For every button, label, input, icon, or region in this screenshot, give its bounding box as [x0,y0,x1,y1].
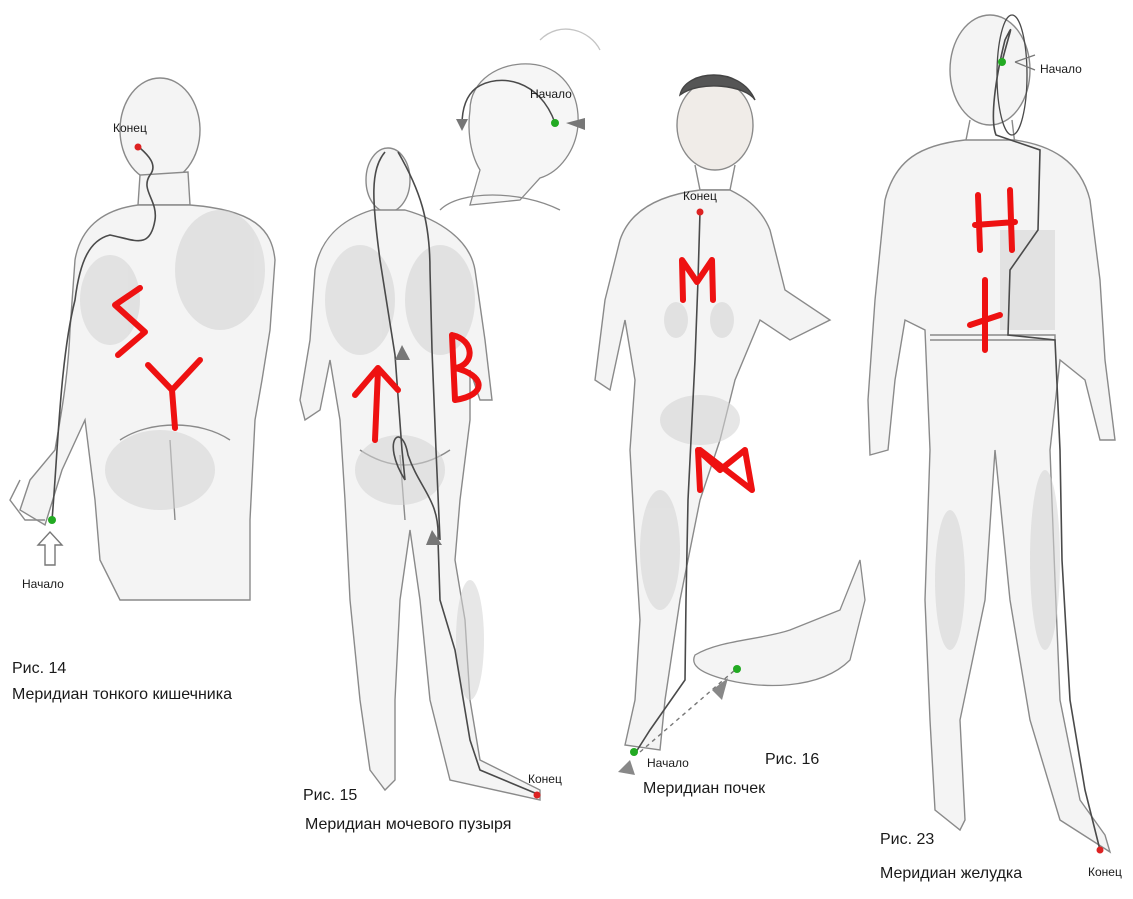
foot-point-16 [733,665,741,673]
start-label-16: Начало [647,757,689,769]
start-point-23 [998,58,1006,66]
end-point-16 [697,209,704,216]
start-point-16 [630,748,638,756]
caption-15: Меридиан мочевого пузыря [305,817,511,833]
start-label-14: Начало [22,578,64,590]
figure-label-23: Рис. 23 [880,832,934,848]
start-point-15 [551,119,559,127]
start-arrow-14 [38,532,62,565]
end-label-15: Конец [528,773,562,785]
figure-label-16: Рис. 16 [765,752,819,768]
end-point-23 [1097,847,1104,854]
figure-label-15: Рис. 15 [303,788,357,804]
caption-16: Меридиан почек [643,781,765,797]
figure-label-14: Рис. 14 [12,661,66,677]
head-profile-15 [440,29,600,210]
end-point-14 [135,144,142,151]
start-arrow-16 [618,760,635,775]
caption-14: Меридиан тонкого кишечника [12,687,232,703]
caption-23: Меридиан желудка [880,866,1022,882]
end-point-15 [534,792,541,799]
end-label-23: Конец [1088,866,1122,878]
start-point-14 [48,516,56,524]
end-label-14: Конец [113,122,147,134]
foot-inset-16 [694,560,865,685]
end-label-16: Конец [683,190,717,202]
start-label-23: Начало [1040,63,1082,75]
start-label-15: Начало [530,88,572,100]
body-figure-23 [868,15,1115,852]
